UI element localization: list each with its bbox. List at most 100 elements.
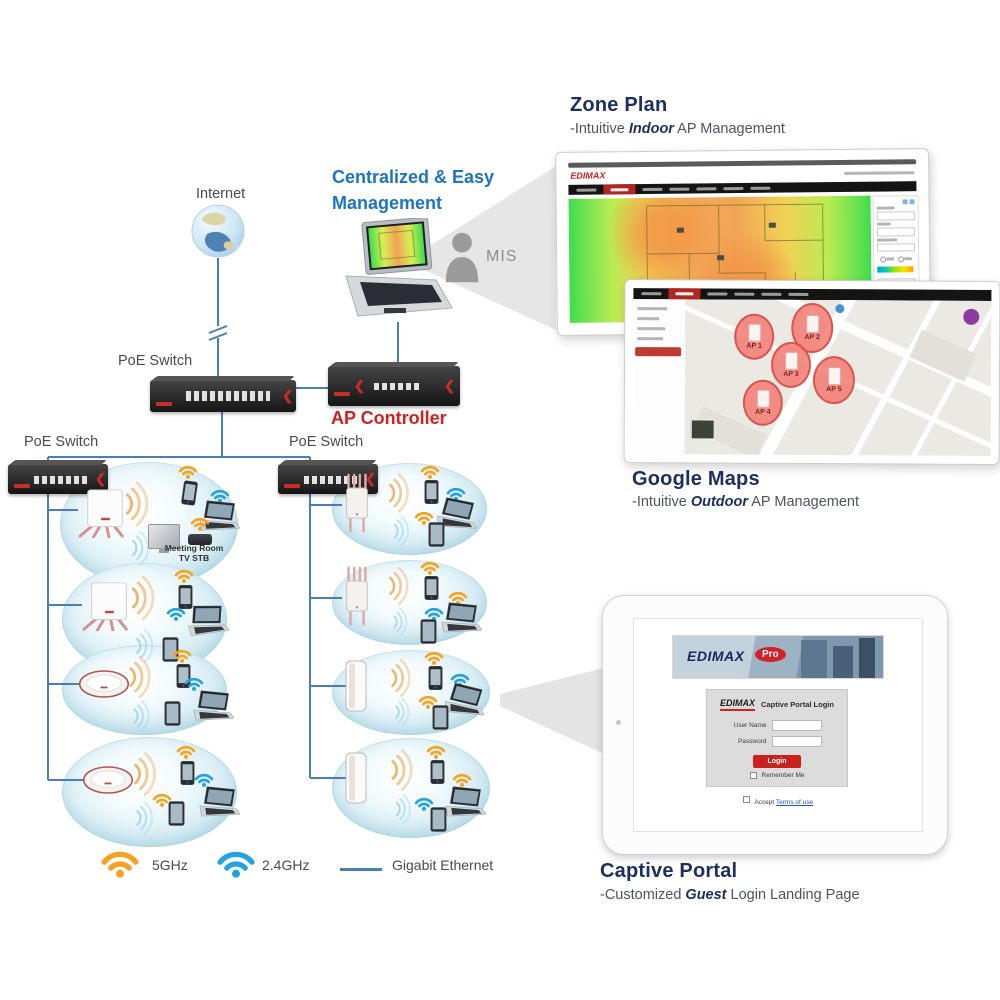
wifi-signal-5ghz-icon xyxy=(384,656,414,700)
sidebar-item-active[interactable] xyxy=(635,347,682,357)
tablet-icon xyxy=(164,700,181,727)
maps-sidebar xyxy=(632,299,687,455)
password-input[interactable] xyxy=(771,736,822,747)
nav-item[interactable] xyxy=(723,186,744,190)
wifi-signal-24ghz-icon xyxy=(390,696,412,728)
switch-ports xyxy=(304,476,360,484)
phone-icon xyxy=(424,575,439,601)
panel-icon[interactable] xyxy=(902,199,908,205)
terms-of-use-link[interactable]: Terms of use xyxy=(775,799,814,806)
captive-portal-title: Captive Portal xyxy=(600,860,738,882)
controller-brand-mark xyxy=(334,392,350,396)
banner-building xyxy=(801,640,827,678)
subtitle-prefix: -Customized xyxy=(600,887,686,903)
laptop-icon xyxy=(184,602,229,637)
ethernet-link xyxy=(309,494,346,779)
edimax-logo: EDIMAX xyxy=(570,170,606,181)
nav-item[interactable] xyxy=(642,187,663,191)
nav-item[interactable] xyxy=(576,188,597,192)
wifi-5ghz-icon xyxy=(176,744,196,759)
nav-item[interactable] xyxy=(788,292,809,296)
internet-globe-icon xyxy=(191,204,245,258)
phone-icon xyxy=(428,665,443,691)
map-canvas[interactable]: AP 1 AP 2 AP 3 AP 4 AP 5 xyxy=(684,299,992,456)
username-input[interactable] xyxy=(771,720,822,731)
nav-item[interactable] xyxy=(696,186,717,190)
ap-icon xyxy=(827,367,841,386)
google-maps-subtitle: -Intuitive Outdoor AP Management xyxy=(632,494,859,510)
panel-label xyxy=(876,206,895,210)
wifi-signal-5ghz-icon xyxy=(382,564,412,608)
ap-controller-label: AP Controller xyxy=(331,408,447,428)
link-break-gap xyxy=(204,326,232,338)
tv-icon xyxy=(148,524,180,553)
left-poe-switch-device: ❮ xyxy=(8,464,108,494)
wifi-24ghz-icon xyxy=(194,772,214,787)
nav-item[interactable] xyxy=(761,292,782,296)
remember-me-checkbox[interactable] xyxy=(749,772,757,779)
banner-brand-logo: EDIMAX xyxy=(687,648,745,664)
nav-item-active[interactable] xyxy=(603,184,636,195)
core-poe-switch-device: ❮ xyxy=(150,380,296,412)
ethernet-link xyxy=(47,494,84,781)
controller-ports xyxy=(374,383,420,390)
phone-icon xyxy=(180,760,195,786)
panel-select[interactable] xyxy=(876,211,915,221)
panel-icon[interactable] xyxy=(909,199,915,205)
map-ap-marker[interactable]: AP 5 xyxy=(812,356,856,405)
sidebar-item[interactable] xyxy=(637,317,660,321)
panel-label xyxy=(904,257,913,261)
nav-item-active[interactable] xyxy=(668,288,701,300)
nav-item[interactable] xyxy=(641,292,662,296)
subtitle-emphasis: Indoor xyxy=(628,121,674,137)
tablet-icon xyxy=(420,618,437,645)
meeting-room-line1: Meeting Room xyxy=(164,543,224,553)
nav-item[interactable] xyxy=(669,187,690,191)
laptop-icon xyxy=(440,602,482,633)
nav-item[interactable] xyxy=(750,186,771,190)
map-ap-marker[interactable]: AP 3 xyxy=(770,341,812,388)
legend-wifi-5ghz-icon xyxy=(100,848,140,878)
map-poi-dot xyxy=(835,304,845,314)
panel-select[interactable] xyxy=(876,227,915,237)
sidebar-item[interactable] xyxy=(637,307,668,311)
satellite-toggle-thumb[interactable] xyxy=(690,419,715,440)
captive-portal-subtitle: -Customized Guest Login Landing Page xyxy=(600,887,860,903)
nav-item[interactable] xyxy=(707,292,728,296)
map-ap-marker[interactable]: AP 1 xyxy=(734,313,775,360)
meeting-room-label: Meeting Room TV STB xyxy=(146,543,242,563)
ap-icon xyxy=(756,389,770,408)
accept-terms-checkbox[interactable] xyxy=(742,796,750,804)
banner-building xyxy=(833,646,853,678)
outdoor-ap-icon xyxy=(340,473,374,535)
wifi-24ghz-icon xyxy=(166,606,186,621)
ap-marker-label: AP 2 xyxy=(804,333,820,342)
google-maps-window: AP 1 AP 2 AP 3 AP 4 AP 5 xyxy=(623,279,1000,465)
legend-wifi-24ghz-icon xyxy=(216,848,256,878)
signal-scale-gradient xyxy=(877,266,914,273)
remember-me-label: Remember Me xyxy=(761,772,805,779)
controller-chevron-icon: ❮ xyxy=(444,378,455,393)
wifi-signal-24ghz-icon xyxy=(388,606,410,638)
subtitle-prefix: -Intuitive xyxy=(570,121,629,137)
nav-item[interactable] xyxy=(734,292,755,296)
subtitle-emphasis: Guest xyxy=(685,887,727,903)
wifi-signal-24ghz-icon xyxy=(388,514,412,548)
map-ap-marker[interactable]: AP 4 xyxy=(742,379,783,426)
ap-icon xyxy=(805,314,819,334)
terms-row: Accept Terms of use xyxy=(634,791,922,809)
banner-pro-badge: Pro xyxy=(755,647,786,662)
browser-top-bar xyxy=(568,159,917,168)
login-button[interactable]: Login xyxy=(753,755,801,768)
wifi-5ghz-icon xyxy=(174,568,194,583)
panel-input[interactable] xyxy=(877,243,916,252)
sidebar-item[interactable] xyxy=(637,337,664,341)
wifi-5ghz-icon xyxy=(426,744,446,759)
poe-switch-label: PoE Switch xyxy=(24,434,99,450)
panel-label xyxy=(876,222,891,226)
laptop-icon xyxy=(192,690,234,721)
subtitle-suffix: AP Management xyxy=(673,121,785,137)
sidebar-item[interactable] xyxy=(637,327,666,331)
